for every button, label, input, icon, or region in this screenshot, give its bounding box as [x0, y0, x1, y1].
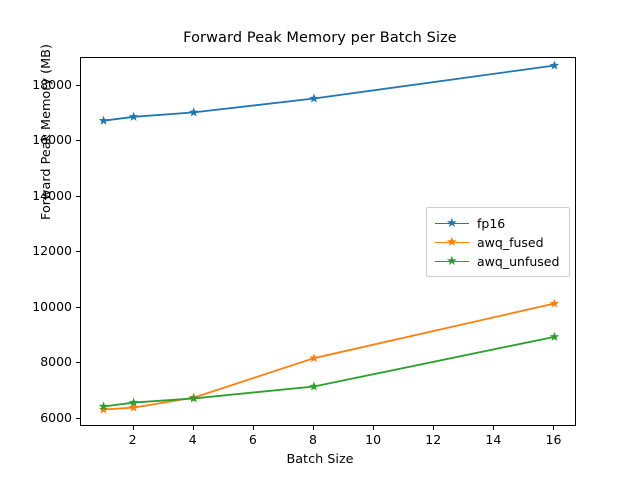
legend-item-awq_unfused[interactable]: ★ awq_unfused — [435, 252, 561, 271]
data-point-marker — [98, 115, 109, 125]
x-tick-label: 12 — [425, 432, 442, 447]
y-tick-label: 8000 — [40, 354, 72, 370]
data-point-marker — [128, 402, 139, 412]
legend-label: fp16 — [477, 215, 506, 231]
data-point-marker — [309, 353, 319, 363]
y-tick-mark — [76, 84, 80, 86]
legend-star-icon: ★ — [446, 253, 458, 269]
y-tick-mark — [76, 140, 80, 142]
x-tick-label: 10 — [365, 432, 382, 447]
legend-swatch-icon: ★ — [435, 215, 469, 231]
x-tick-label: 16 — [545, 432, 562, 447]
series-line — [103, 335, 555, 408]
x-tick-label: 14 — [485, 432, 502, 447]
series-fp16 — [98, 60, 560, 125]
y-tick-mark — [76, 195, 80, 197]
legend-item-awq_fused[interactable]: ★ awq_fused — [435, 233, 561, 252]
series-awq_fused — [98, 298, 560, 414]
legend-swatch-icon: ★ — [435, 253, 469, 269]
data-point-marker — [128, 111, 139, 121]
x-tick-label: 4 — [188, 432, 197, 447]
series-canvas — [98, 60, 560, 414]
y-tick-mark — [76, 417, 80, 419]
legend-swatch-icon: ★ — [435, 234, 469, 250]
x-tick-mark — [373, 426, 375, 430]
legend-line — [435, 260, 469, 263]
y-tick-mark — [76, 251, 80, 253]
data-point-marker — [549, 298, 560, 308]
legend-star-icon: ★ — [446, 234, 458, 250]
legend-star-icon: ★ — [446, 215, 458, 231]
x-tick-mark — [433, 426, 435, 430]
y-tick-label: 16000 — [32, 132, 72, 148]
y-tick-label: 18000 — [32, 76, 72, 92]
data-point-marker — [549, 331, 560, 341]
legend-item-fp16[interactable]: ★ fp16 — [435, 214, 561, 233]
data-point-marker — [188, 107, 199, 117]
legend-line — [435, 241, 469, 244]
legend-box[interactable]: ★ fp16 ★ awq_fused ★ awq_unfused — [426, 207, 570, 277]
data-point-marker — [188, 393, 199, 403]
y-tick-label: 14000 — [32, 187, 72, 203]
y-tick-label: 10000 — [32, 298, 72, 314]
chart-title: Forward Peak Memory per Batch Size — [183, 30, 457, 46]
series-line — [103, 302, 555, 411]
series-line — [103, 64, 555, 122]
x-tick-label: 6 — [248, 432, 257, 447]
plot-area — [80, 57, 576, 426]
x-tick-mark — [192, 426, 194, 430]
x-tick-mark — [312, 426, 314, 430]
legend-label: awq_unfused — [477, 253, 560, 269]
series-awq_unfused — [98, 331, 560, 411]
data-point-marker — [549, 60, 560, 70]
x-axis-label: Batch Size — [286, 452, 354, 467]
x-tick-mark — [252, 426, 254, 430]
y-tick-label: 6000 — [40, 409, 72, 425]
data-point-marker — [309, 381, 319, 391]
data-point-marker — [98, 404, 109, 414]
x-tick-label: 8 — [308, 432, 317, 447]
data-point-marker — [98, 401, 109, 411]
data-point-marker — [309, 93, 319, 103]
y-tick-mark — [76, 362, 80, 364]
x-tick-mark — [493, 426, 495, 430]
x-tick-mark — [132, 426, 134, 430]
legend-label: awq_fused — [477, 234, 544, 250]
y-tick-mark — [76, 306, 80, 308]
data-point-marker — [128, 397, 139, 407]
x-tick-label: 2 — [128, 432, 137, 447]
y-tick-label: 12000 — [32, 243, 72, 259]
x-tick-mark — [553, 426, 555, 430]
legend-line — [435, 222, 469, 225]
